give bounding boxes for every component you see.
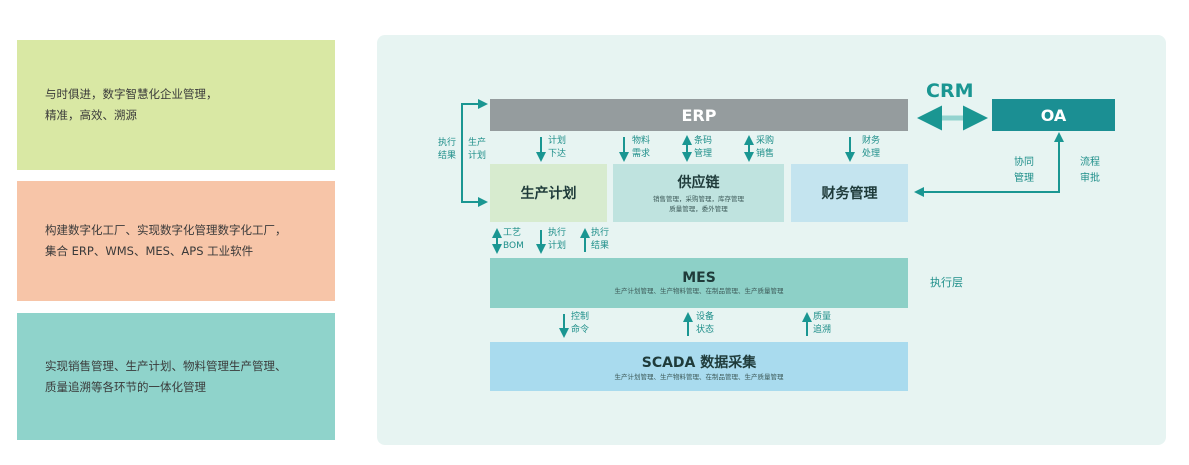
card-digital-factory: 构建数字化工厂、实现数字化管理数字化工厂， 集合 ERP、WMS、MES、APS… <box>17 181 335 301</box>
label-line: 财务 <box>862 136 881 146</box>
label-line: 采购 <box>756 136 775 146</box>
label-line: 质量 <box>813 312 832 322</box>
oa-finance-line <box>914 132 1064 197</box>
label-line: 结果 <box>438 151 457 161</box>
label-line: 协同 <box>1014 157 1034 168</box>
label-exec-plan: 执行 计划 <box>548 227 566 253</box>
supply-chain-title: 供应链 <box>677 175 720 191</box>
label-flow-approve: 流程 审批 <box>1080 155 1100 187</box>
label-line: 条码 <box>694 136 713 146</box>
label-exec-result: 执行 结果 <box>591 227 609 253</box>
card-digital-management: 与时俱进，数字智慧化企业管理， 精准，高效、溯源 <box>17 40 335 170</box>
label-line: 管理 <box>694 149 713 159</box>
label-line: 下达 <box>548 149 567 159</box>
oa-title: OA <box>1040 105 1067 125</box>
production-plan-title: 生产计划 <box>520 186 577 202</box>
erp-title: ERP <box>681 105 717 125</box>
card-line: 实现销售管理、生产计划、物料管理生产管理、 <box>45 358 287 373</box>
scada-title: SCADA 数据采集 <box>641 354 757 371</box>
label-device-status: 设备 状态 <box>696 311 714 337</box>
card-integrated-management: 实现销售管理、生产计划、物料管理生产管理、 质量追溯等各环节的一体化管理 <box>17 313 335 440</box>
oa-box: OA <box>992 99 1115 131</box>
label-line: 执行 <box>591 228 610 238</box>
supply-chain-sub: 质量管理，委外管理 <box>669 205 728 213</box>
label-line: 物料 <box>632 136 651 146</box>
label-line: 控制 <box>571 312 590 322</box>
label-barcode-mgmt: 条码 管理 <box>694 135 712 161</box>
label-line: 设备 <box>696 312 715 322</box>
label-purchase-sales: 采购 销售 <box>756 135 774 161</box>
label-line: 流程 <box>1080 157 1100 168</box>
card-line: 精准，高效、溯源 <box>45 108 137 122</box>
label-finance-proc: 财务 处理 <box>862 135 880 161</box>
label-line: 生产 <box>468 138 487 148</box>
execution-layer-label: 执行层 <box>930 276 963 289</box>
label-line: 执行 <box>548 228 567 238</box>
production-plan-box: 生产计划 <box>490 164 607 222</box>
card-line: 集合 ERP、WMS、MES、APS 工业软件 <box>45 244 254 258</box>
card-line: 构建数字化工厂、实现数字化管理数字化工厂， <box>45 223 287 237</box>
label-line: 处理 <box>862 149 881 159</box>
label-line: 工艺 <box>503 228 522 238</box>
label-control-cmd: 控制 命令 <box>571 311 589 337</box>
label-line: 计划 <box>468 151 487 161</box>
label-quality-trace: 质量 追溯 <box>813 311 831 337</box>
left-bracket-line <box>461 99 488 207</box>
label-line: 状态 <box>696 325 715 335</box>
label-line: 销售 <box>756 149 775 159</box>
label-plan-issue: 计划 下达 <box>548 135 566 161</box>
supply-chain-box: 供应链 销售管理，采购管理，库存管理 质量管理，委外管理 <box>613 164 784 222</box>
label-line: 需求 <box>632 149 651 159</box>
label-line: BOM <box>503 241 524 251</box>
label-line: 追溯 <box>813 325 832 335</box>
label-line: 管理 <box>1014 173 1034 184</box>
label-collab-mgmt: 协同 管理 <box>1014 155 1034 187</box>
scada-box: SCADA 数据采集 生产计划管理、生产物料管理、在制品管理、生产质量管理 <box>490 342 908 391</box>
erp-bar: ERP <box>490 99 908 131</box>
label-line: 计划 <box>548 241 567 251</box>
mes-title: MES <box>682 270 716 286</box>
label-prod-plan-left: 生产 计划 <box>468 137 486 163</box>
supply-chain-sub: 销售管理，采购管理，库存管理 <box>653 195 744 203</box>
card-line: 质量追溯等各环节的一体化管理 <box>45 379 206 394</box>
label-material-demand: 物料 需求 <box>632 135 650 161</box>
finance-title: 财务管理 <box>821 186 878 202</box>
label-line: 执行 <box>438 138 457 148</box>
label-exec-result-left: 执行 结果 <box>438 137 456 163</box>
crm-label: CRM <box>926 80 974 102</box>
finance-box: 财务管理 <box>791 164 908 222</box>
label-line: 计划 <box>548 136 567 146</box>
label-craft-bom: 工艺 BOM <box>503 227 524 253</box>
card-line: 与时俱进，数字智慧化企业管理， <box>45 87 218 101</box>
label-line: 审批 <box>1080 173 1100 184</box>
label-line: 命令 <box>571 325 590 335</box>
label-line: 结果 <box>591 241 610 251</box>
scada-sub: 生产计划管理、生产物料管理、在制品管理、生产质量管理 <box>614 372 784 381</box>
mes-box: MES 生产计划管理、生产物料管理、在制品管理、生产质量管理 <box>490 258 908 308</box>
mes-sub: 生产计划管理、生产物料管理、在制品管理、生产质量管理 <box>614 287 784 295</box>
